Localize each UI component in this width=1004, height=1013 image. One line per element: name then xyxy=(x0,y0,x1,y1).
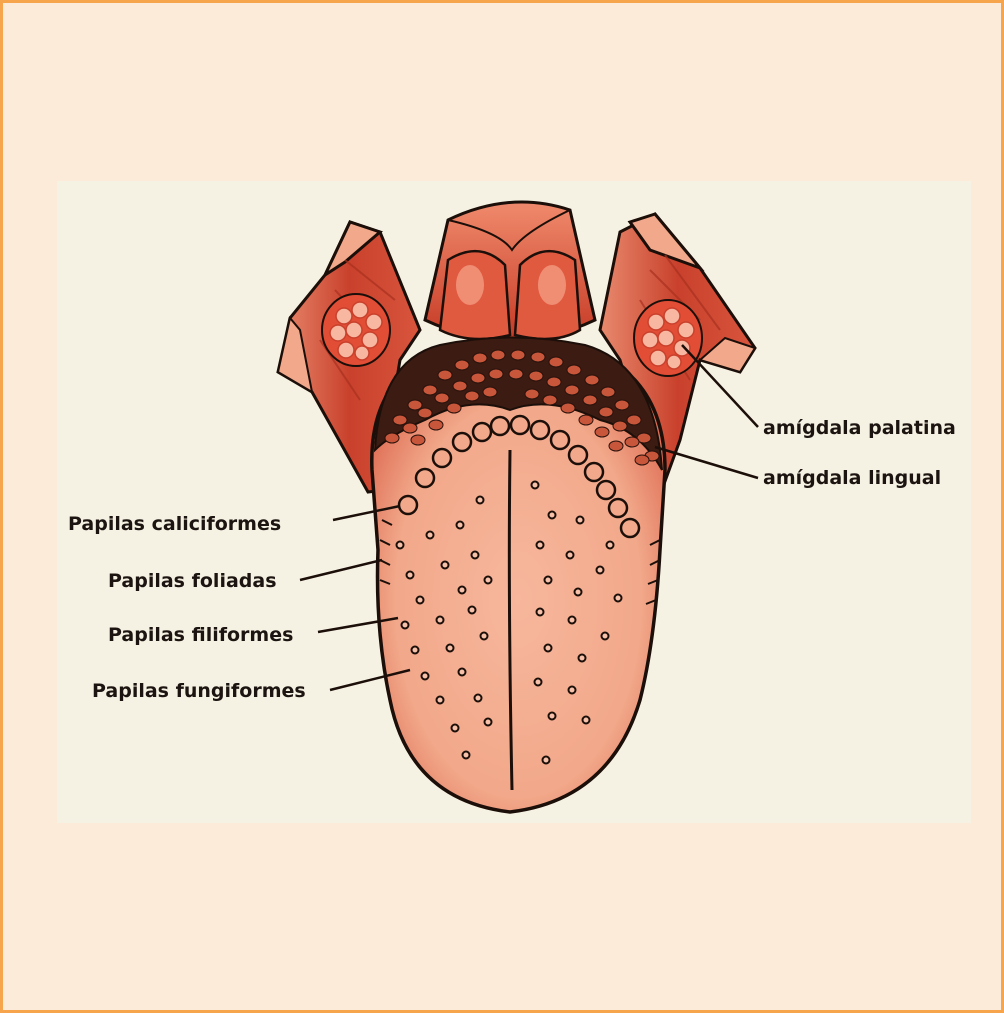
palatine-tonsil-left xyxy=(322,294,390,366)
label-papilas-filiformes: Papilas filiformes xyxy=(108,624,293,646)
label-papilas-caliciformes: Papilas caliciformes xyxy=(68,513,281,535)
label-papilas-fungiformes: Papilas fungiformes xyxy=(92,680,306,702)
label-amigdala-lingual: amígdala lingual xyxy=(763,467,941,489)
palatine-tonsil-right xyxy=(634,300,702,376)
leader-papilas-foliadas xyxy=(300,560,382,580)
epiglottis xyxy=(425,202,595,340)
label-papilas-foliadas: Papilas foliadas xyxy=(108,570,277,592)
label-amigdala-palatina: amígdala palatina xyxy=(763,417,956,439)
